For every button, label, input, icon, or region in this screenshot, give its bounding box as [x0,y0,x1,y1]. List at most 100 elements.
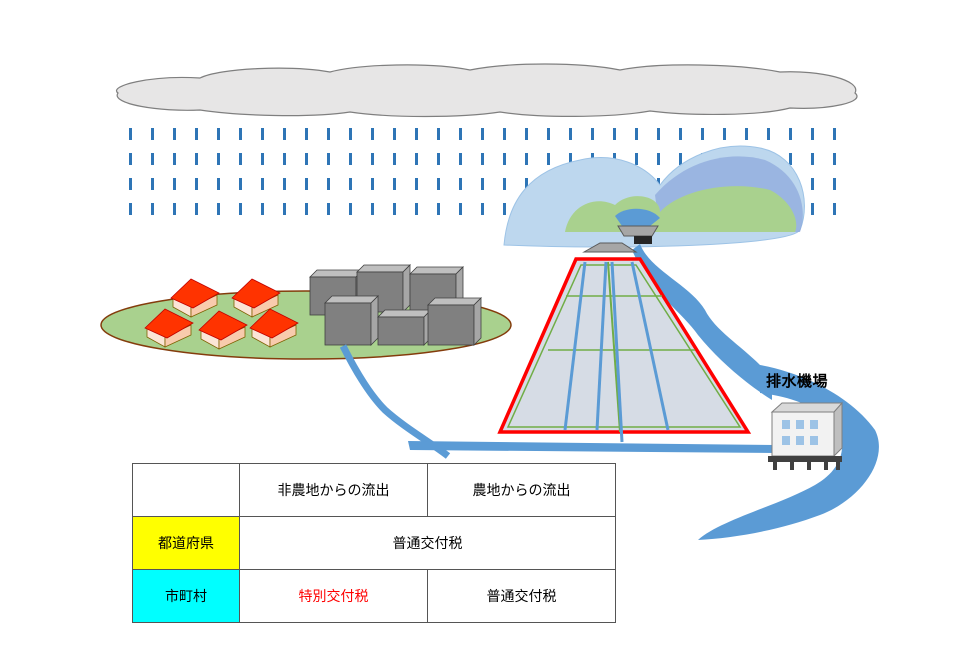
building-icon [427,297,482,346]
rain-drop [327,203,330,215]
rain-drop [327,153,330,165]
rain-drop [745,128,748,140]
rain-drop [701,128,704,140]
dam-icon [615,208,660,244]
pump-station-label: 排水機場 [766,372,829,390]
rain-drop [195,178,198,190]
house-icon [144,278,299,350]
rain-drop [173,153,176,165]
rain-drop [503,178,506,190]
rain-drop [833,128,836,140]
rain-drop [723,128,726,140]
rain-drop [481,128,484,140]
rain-drop [811,153,814,165]
rain-drop [349,178,352,190]
rain-drop [305,153,308,165]
rain-drop [371,203,374,215]
rain-drop [283,128,286,140]
house-icon [144,308,194,348]
cloud-icon [115,63,858,118]
table-header-row: 非農地からの流出 農地からの流出 [132,463,616,517]
rain-drop [767,128,770,140]
rain-drop [833,178,836,190]
table-cell: 普通交付税 [239,516,616,570]
rain-drop [657,128,660,140]
rain-drop [459,178,462,190]
drainage-channel [339,344,775,459]
building-icon [377,309,432,346]
table-cell: 普通交付税 [427,569,616,623]
rain-drop [151,153,154,165]
rain-drop [129,153,132,165]
rain-drop [239,128,242,140]
rain-drop [195,153,198,165]
rain-drop [437,203,440,215]
table-row: 市町村 特別交付税 普通交付税 [132,569,616,623]
rain-drop [393,203,396,215]
rain-drop [525,128,528,140]
rain-drop [503,203,506,215]
rain-drop [261,153,264,165]
rain-drop [811,178,814,190]
rain-drop [503,153,506,165]
rain-drop [349,128,352,140]
rain-drop [459,153,462,165]
rain-drop [679,153,682,165]
row-label-municipality: 市町村 [132,569,240,623]
rain-drop [635,128,638,140]
rain-drop [459,128,462,140]
rain-drop [437,153,440,165]
rain-drop [569,153,572,165]
rain-drop [349,203,352,215]
rain-drop [217,153,220,165]
table-header-cell: 非農地からの流出 [239,463,428,517]
table-row: 都道府県 普通交付税 [132,516,616,570]
house-icon [170,278,220,318]
rain-drop [635,153,638,165]
rain-drop [371,128,374,140]
rain-drop [789,153,792,165]
rain-drop [811,128,814,140]
rain-drop [217,203,220,215]
rain-drop [657,153,660,165]
rain-drop [393,178,396,190]
house-icon [231,278,281,318]
rain-drop [129,203,132,215]
rain-drop [415,178,418,190]
rain-drop [393,128,396,140]
table-header-cell: 農地からの流出 [427,463,616,517]
rain-drop [151,178,154,190]
rain-drop [129,178,132,190]
rain-drop [833,203,836,215]
rain-drop [327,178,330,190]
rain-drop [261,178,264,190]
rain-drop [239,153,242,165]
farmland-icon [497,242,752,443]
rain-drop [173,178,176,190]
rain-drop [349,153,352,165]
rain-drop [195,128,198,140]
rain-drop [371,153,374,165]
rain-drop [415,203,418,215]
rain-drop [569,128,572,140]
rain-drop [129,128,132,140]
rain-drop [437,178,440,190]
rain-drop [415,128,418,140]
rain-drop [151,128,154,140]
rain-drop [613,128,616,140]
building-icon [309,264,482,346]
house-icon [249,308,299,348]
rain-drop [261,128,264,140]
rain-drop [151,203,154,215]
rain-drop [217,178,220,190]
rain-drop [481,178,484,190]
house-icon [198,310,248,350]
rain-drop [305,203,308,215]
rain-drop [239,203,242,215]
rain-drop [525,178,528,190]
rain-drop [217,128,220,140]
tax-table: 非農地からの流出 農地からの流出 都道府県 普通交付税 市町村 特別交付税 普通… [132,463,616,623]
rain-drop [811,203,814,215]
rain-drop [591,128,594,140]
